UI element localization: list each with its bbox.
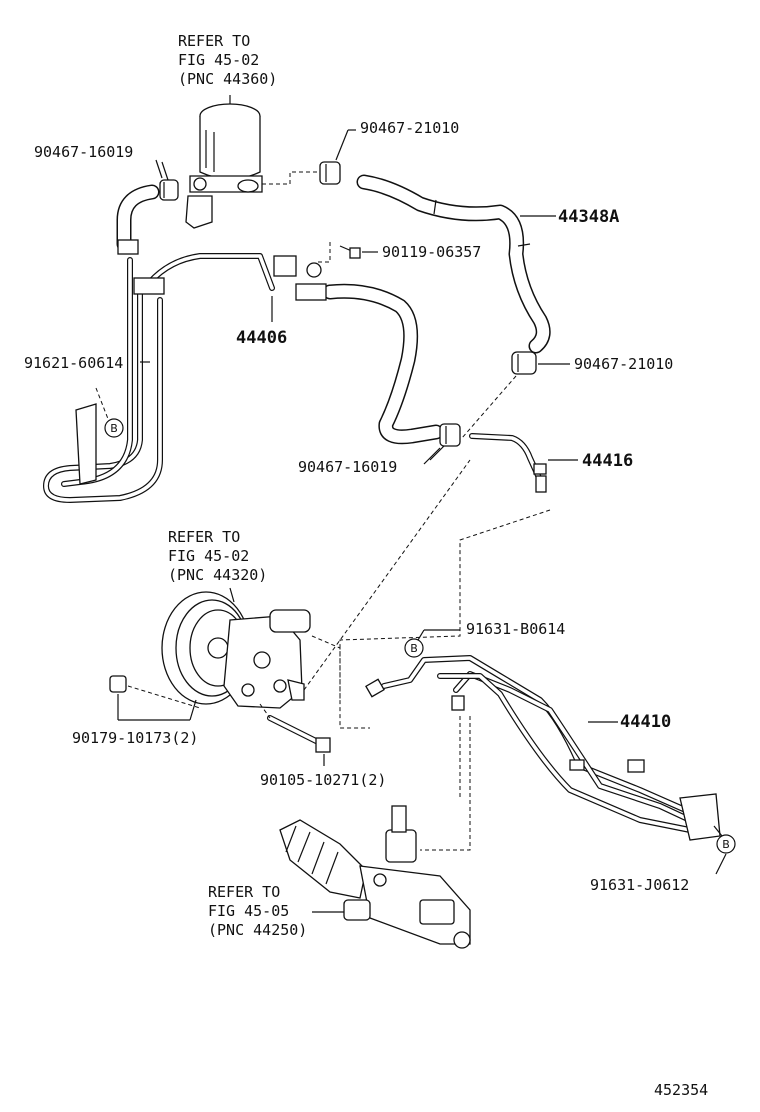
part-label-90467-21010-top: 90467-21010 [360, 119, 459, 137]
part-label-90467-21010-mid: 90467-21010 [574, 355, 673, 373]
svg-text:(PNC 44250): (PNC 44250) [208, 921, 307, 939]
steering-gear-drawing [279, 805, 471, 949]
part-label-91631-J0612: 91631-J0612 [590, 876, 689, 894]
tube-44410-drawing [365, 655, 721, 841]
svg-text:(PNC 44320): (PNC 44320) [168, 566, 267, 584]
hose-44348A-drawing [356, 174, 551, 354]
illustration-number: 452354 [654, 1081, 708, 1099]
part-label-90467-16019-mid: 90467-16019 [298, 458, 397, 476]
svg-text:REFER TO: REFER TO [178, 32, 250, 50]
hose-44406-drawing [273, 255, 444, 445]
callout-b-91631-B0614: B [404, 638, 424, 658]
reservoir-drawing [185, 95, 263, 229]
svg-text:(PNC 44360): (PNC 44360) [178, 70, 277, 88]
part-label-44410: 44410 [620, 712, 671, 732]
svg-text:REFER TO: REFER TO [168, 528, 240, 546]
clamp-21010-top-drawing [319, 129, 356, 185]
suction-tube-left-drawing [43, 184, 275, 503]
part-label-44416: 44416 [582, 451, 633, 471]
part-label-44348A: 44348A [558, 207, 619, 227]
refer-gear-label: REFER TO FIG 45-05 (PNC 44250) [208, 883, 307, 939]
clamp-16019-top-drawing [159, 161, 179, 201]
callout-b-91631-J0612: B [716, 834, 736, 854]
part-label-91631-B0614: 91631-B0614 [466, 620, 565, 638]
part-label-90119-06357: 90119-06357 [382, 243, 481, 261]
bolt-06357-drawing [339, 245, 361, 259]
svg-text:FIG 45-02: FIG 45-02 [168, 547, 249, 565]
nut-10173-drawing [109, 675, 127, 693]
svg-text:FIG 45-05: FIG 45-05 [208, 902, 289, 920]
callout-b-91621: B [104, 418, 124, 438]
clamp-16019-mid-drawing [439, 423, 461, 447]
clamp-21010-mid-drawing [511, 351, 537, 375]
part-label-90467-16019-top: 90467-16019 [34, 143, 133, 161]
bolt-10271-drawing [267, 715, 331, 753]
refer-pump-label: REFER TO FIG 45-02 (PNC 44320) [168, 528, 267, 584]
refer-reservoir-label: REFER TO FIG 45-02 (PNC 44360) [178, 32, 277, 88]
svg-text:B: B [110, 422, 118, 435]
part-label-90179-10173: 90179-10173(2) [72, 729, 198, 747]
tube-44416-drawing [469, 433, 547, 493]
svg-text:FIG 45-02: FIG 45-02 [178, 51, 259, 69]
part-label-91621-60614: 91621-60614 [24, 354, 123, 372]
svg-text:REFER TO: REFER TO [208, 883, 280, 901]
svg-text:B: B [722, 838, 730, 851]
svg-text:B: B [410, 642, 418, 655]
part-label-44406: 44406 [236, 328, 287, 348]
pump-drawing [161, 591, 311, 709]
part-label-90105-10271: 90105-10271(2) [260, 771, 386, 789]
